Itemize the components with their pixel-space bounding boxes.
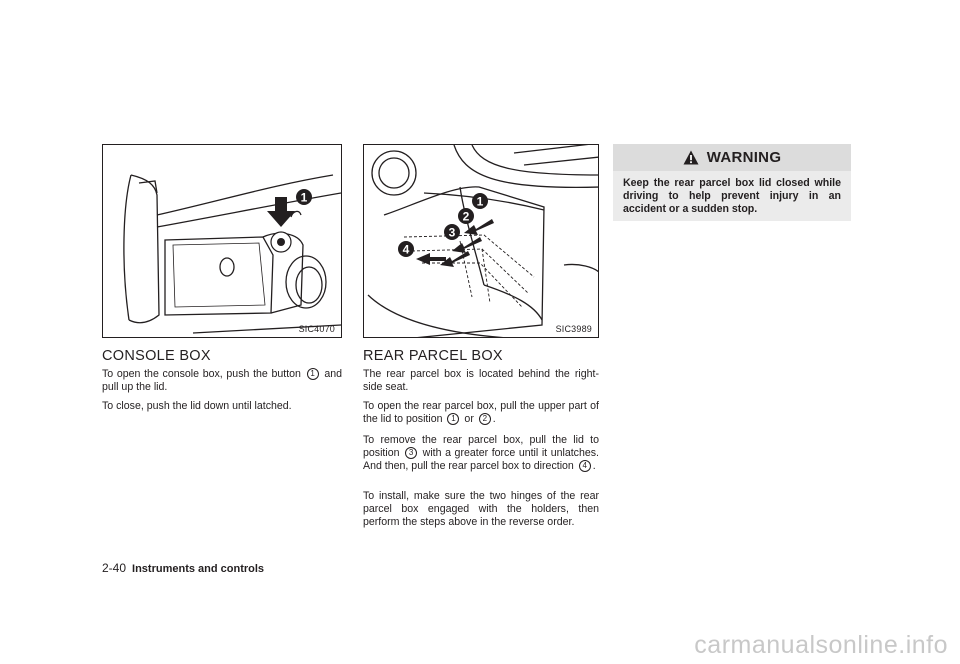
page-number: 2-40 [102, 561, 127, 575]
figure-code-left: SIC4070 [298, 324, 335, 334]
warning-title: WARNING [706, 149, 782, 166]
rear-parcel-install-text: To install, make sure the two hinges of … [363, 490, 599, 529]
rear-parcel-remove-text: To remove the rear parcel box, pull the … [363, 434, 599, 473]
callout-2: 2 [463, 210, 470, 224]
callout-4: 4 [403, 243, 410, 257]
section-title: Instruments and controls [132, 563, 265, 575]
console-box-illustration: 1 [123, 174, 341, 334]
console-box-open-text: To open the console box, push the button… [102, 368, 342, 394]
warning-triangle-icon [683, 150, 699, 165]
rear-parcel-box-figure: 1 2 3 4 SIC3989 [363, 144, 599, 338]
ref-circle-4: 4 [578, 460, 591, 473]
push-arrow-icon [267, 197, 295, 227]
callout-3: 3 [449, 226, 456, 240]
warning-body: Keep the rear parcel box lid closed whil… [613, 171, 851, 221]
pull-arrows [416, 219, 494, 267]
ref-circle-1: 1 [447, 413, 460, 426]
figure-code-middle: SIC3989 [555, 324, 592, 334]
ref-circle-3: 3 [405, 447, 418, 460]
rear-parcel-box-illustration: 1 2 3 4 [367, 145, 598, 337]
rear-parcel-open-text: To open the rear parcel box, pull the up… [363, 400, 599, 426]
callout-1: 1 [301, 191, 308, 205]
ref-circle-1: 1 [306, 368, 319, 380]
ref-circle-2: 2 [478, 413, 491, 426]
warning-header: WARNING [613, 144, 851, 171]
console-box-heading: CONSOLE BOX [102, 348, 211, 364]
watermark: carmanualsonline.info [694, 631, 948, 659]
console-box-close-text: To close, push the lid down until latche… [102, 400, 292, 412]
page-footer: 2-40 Instruments and controls [102, 561, 264, 575]
console-box-figure: 1 SIC4070 [102, 144, 342, 338]
callout-1: 1 [477, 195, 484, 209]
rear-parcel-location-text: The rear parcel box is located behind th… [363, 368, 599, 394]
warning-text: Keep the rear parcel box lid closed whil… [623, 177, 841, 216]
rear-parcel-box-heading: REAR PARCEL BOX [363, 348, 503, 364]
